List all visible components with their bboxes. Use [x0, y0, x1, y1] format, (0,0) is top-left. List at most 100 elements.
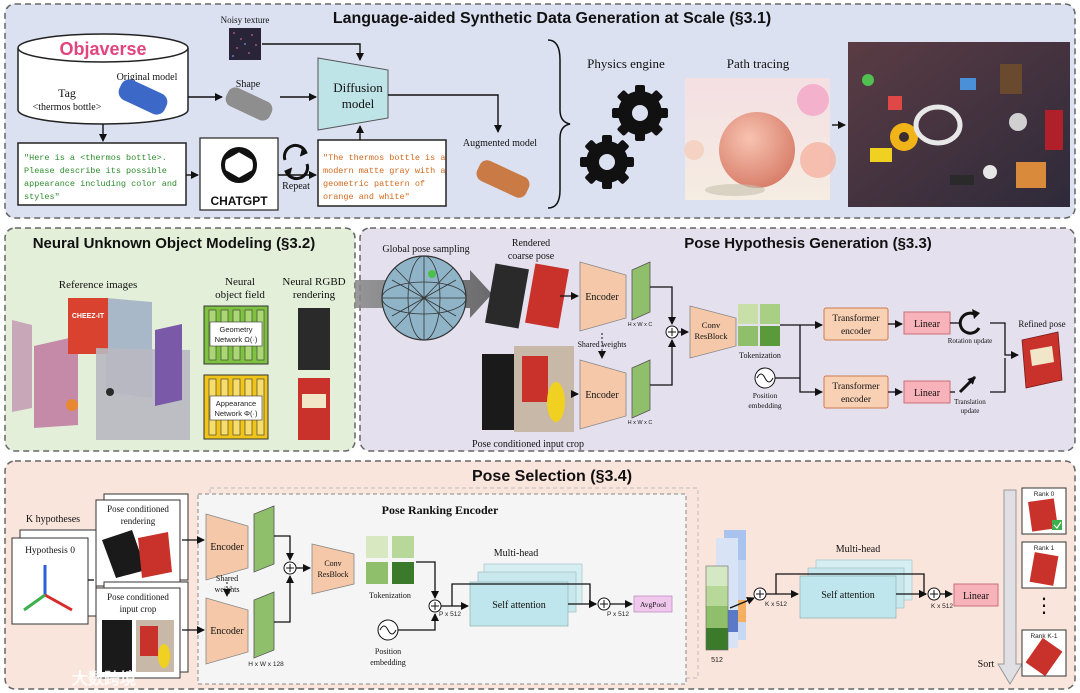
check-icon: [1052, 520, 1062, 530]
s4-encoder-bottom-label: Encoder: [210, 626, 244, 637]
section-synthetic-data: Language-aided Synthetic Data Generation…: [4, 3, 1076, 219]
feature-bottom-dims: H x W x C: [628, 420, 653, 426]
k-hypotheses-label: K hypotheses: [26, 514, 80, 525]
section1-title: Language-aided Synthetic Data Generation…: [333, 10, 771, 27]
s4-linear-label: Linear: [963, 591, 990, 602]
ranking-encoder-panel: [197, 493, 687, 685]
watermark: 大数跨境: [72, 669, 136, 688]
noise-speckles: [232, 32, 257, 57]
augmented-model-label: Augmented model: [463, 138, 537, 149]
rendering-depth-image: [102, 530, 146, 578]
encoder-top-block: [579, 261, 627, 332]
tag-label: Tag: [58, 86, 76, 100]
prompt-line-3: appearance including color and: [24, 179, 177, 189]
ranking-encoder-title: Pose Ranking Encoder: [382, 503, 499, 517]
crop-label-1: Pose conditioned: [107, 592, 169, 602]
render-sphere-small: [797, 84, 829, 116]
linear-top-label: Linear: [914, 319, 941, 330]
s4-conv-label-2: ResBlock: [317, 570, 348, 579]
thermos-augmented-image: [476, 160, 530, 198]
s4-multihead-label: Multi-head: [494, 548, 538, 559]
position-label-1: Position: [753, 391, 778, 400]
rendered-label-1: Rendered: [512, 238, 550, 249]
rank-dots: ⋮: [1034, 593, 1054, 617]
gear-icon-small: [580, 135, 634, 189]
render-shadow: [705, 184, 765, 196]
transformer-top-label-1: Transformer: [832, 313, 880, 324]
response-line-4: orange and white": [323, 192, 410, 202]
s4-p512-label-2: P x 512: [607, 611, 629, 618]
conv-label-2: ResBlock: [694, 331, 728, 341]
section2-title: Neural Unknown Object Modeling (§3.2): [33, 235, 316, 252]
geometry-label-2: Network Ω(·): [215, 335, 258, 344]
appearance-label-2: Network Φ(·): [214, 409, 258, 418]
rendered-depth-image: [485, 263, 529, 329]
rendering-label-2: rendering: [121, 516, 156, 526]
diffusion-label-2: model: [342, 96, 375, 111]
diffusion-model-block: [317, 57, 389, 131]
render-sphere-right: [800, 142, 836, 178]
crop-depth-image: [102, 620, 132, 672]
tokenization-label: Tokenization: [739, 351, 781, 360]
rendered-label-2: coarse pose: [508, 251, 555, 262]
prompt-line-2: Please describe its possible: [24, 166, 167, 176]
global-pose-label: Global pose sampling: [382, 244, 469, 255]
render-sphere-main: [719, 112, 795, 188]
response-box: [317, 139, 447, 207]
feature-map-top: [631, 261, 651, 321]
s4-position-label-2: embedding: [370, 658, 406, 667]
path-tracing-label: Path tracing: [727, 56, 790, 71]
s4-feature-top: [253, 505, 275, 573]
s4-encoder-top-label: Encoder: [210, 542, 244, 553]
objaverse-logo: Objaverse: [59, 39, 146, 59]
gear-icon-large: [612, 85, 668, 141]
s4-tokenization-grid: [366, 536, 414, 584]
conv-resblock-block: [689, 305, 737, 359]
encoder-bottom-block: [579, 359, 627, 430]
objaverse-database: Objaverse Tag <thermos bottle> Original …: [17, 33, 189, 125]
pose-sampling-sphere-icon: [381, 255, 467, 341]
original-model-label: Original model: [117, 72, 178, 83]
neural-field-label-2: object field: [215, 289, 265, 301]
s4-k512-label-2: K x 512: [931, 603, 953, 610]
translation-update-icon: [958, 375, 977, 394]
s4-position-label-1: Position: [375, 647, 401, 656]
render-sphere-left: [684, 140, 704, 160]
hypothesis0-label: Hypothesis 0: [25, 546, 75, 556]
tokenization-grid: [738, 304, 780, 346]
s4-conv-label-1: Conv: [324, 559, 341, 568]
linear-bottom-label: Linear: [914, 388, 941, 399]
transformer-bottom-label-2: encoder: [841, 395, 872, 405]
gray-shape-image: [225, 87, 273, 121]
color-render-image: [298, 378, 330, 440]
section1-arrows: [99, 43, 502, 179]
sort-arrow: [997, 489, 1023, 685]
s4-shared-label-1: Shared: [216, 574, 238, 583]
s4-encoder-top: [205, 513, 249, 581]
rank0-label: Rank 0: [1034, 491, 1055, 498]
reference-images: CHEEZ-IT: [12, 298, 190, 440]
repeat-label: Repeat: [282, 181, 310, 192]
prompt-box: [17, 142, 187, 206]
color-render-label: [302, 394, 326, 408]
s4-self-attention: [469, 581, 569, 627]
prompt-line-1: "Here is a <thermos bottle>.: [24, 153, 167, 163]
s4-encoder-bottom: [205, 597, 249, 665]
s4-self-attention-label-2: Self attention: [821, 590, 875, 601]
encoder-top-label: Encoder: [585, 292, 619, 303]
geometry-label-1: Geometry: [220, 325, 253, 334]
section4-title: Pose Selection (§3.4): [472, 468, 632, 485]
input-crop-label: Pose conditioned input crop: [472, 439, 584, 450]
noisy-texture-label: Noisy texture: [221, 15, 270, 25]
s4-conv-resblock: [311, 543, 355, 595]
prompt-line-4: styles": [24, 192, 60, 202]
s4-self-attention-label: Self attention: [492, 600, 546, 611]
sampled-pose-dot: [428, 270, 436, 278]
section-pose-selection: Pose Selection (§3.4) K hypotheses Hypot…: [4, 460, 1076, 690]
encoder-bottom-label: Encoder: [585, 390, 619, 401]
rotation-update-label: Rotation update: [948, 337, 993, 345]
response-line-3: geometric pattern of: [323, 179, 425, 189]
response-line-2: modern matte gray with a: [323, 166, 445, 176]
transformer-top-label-2: encoder: [841, 327, 872, 337]
